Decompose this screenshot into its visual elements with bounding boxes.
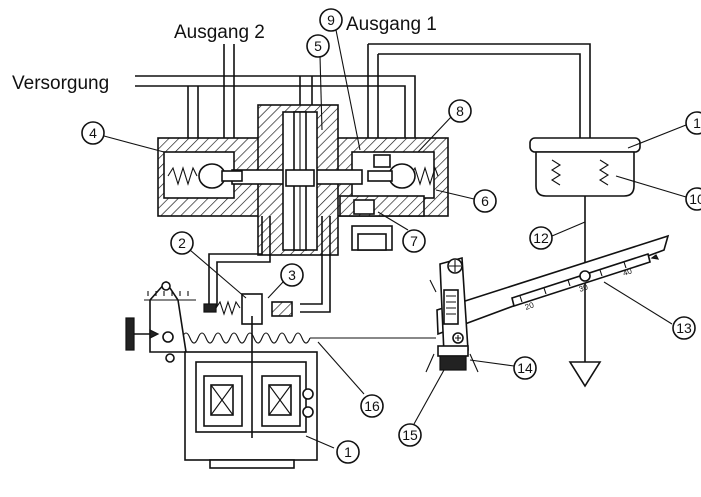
label-output-2: Ausgang 2 xyxy=(174,22,265,43)
callout-14: 14 xyxy=(517,360,533,376)
callout-4: 4 xyxy=(89,125,97,141)
scale-mark: 40 xyxy=(622,266,634,278)
callout-1-bottom: 1 xyxy=(344,444,352,460)
zero-adjustment xyxy=(125,280,196,363)
torque-motor xyxy=(184,346,318,469)
left-ball-valve xyxy=(167,163,243,189)
callout-1-top: 1 xyxy=(693,115,701,131)
callout-8: 8 xyxy=(456,103,464,119)
pneumatic-lines xyxy=(135,43,591,150)
feedback-spring xyxy=(149,316,436,346)
callout-9: 9 xyxy=(327,12,335,28)
scale-mark: 30 xyxy=(578,282,590,294)
pneumatic-actuator xyxy=(529,137,641,388)
label-output-1: Ausgang 1 xyxy=(346,14,437,35)
callout-16: 16 xyxy=(364,398,380,414)
feedback-lever xyxy=(436,234,670,336)
callout-3: 3 xyxy=(288,267,296,283)
callout-7: 7 xyxy=(410,233,418,249)
callout-15: 15 xyxy=(402,427,418,443)
callout-12: 12 xyxy=(533,230,549,246)
callout-10: 10 xyxy=(689,191,701,207)
callouts: 9 5 4 8 6 7 2 3 16 1 xyxy=(81,8,701,464)
range-arm xyxy=(425,256,479,373)
callout-13: 13 xyxy=(676,320,692,336)
callout-6: 6 xyxy=(481,193,489,209)
callout-2: 2 xyxy=(178,235,186,251)
label-supply: Versorgung xyxy=(12,73,109,94)
callout-5: 5 xyxy=(314,38,322,54)
right-ball-valve xyxy=(367,154,439,189)
flapper-nozzle xyxy=(203,216,331,325)
scale-mark: 20 xyxy=(524,300,536,312)
nozzle-chamber xyxy=(339,195,425,251)
